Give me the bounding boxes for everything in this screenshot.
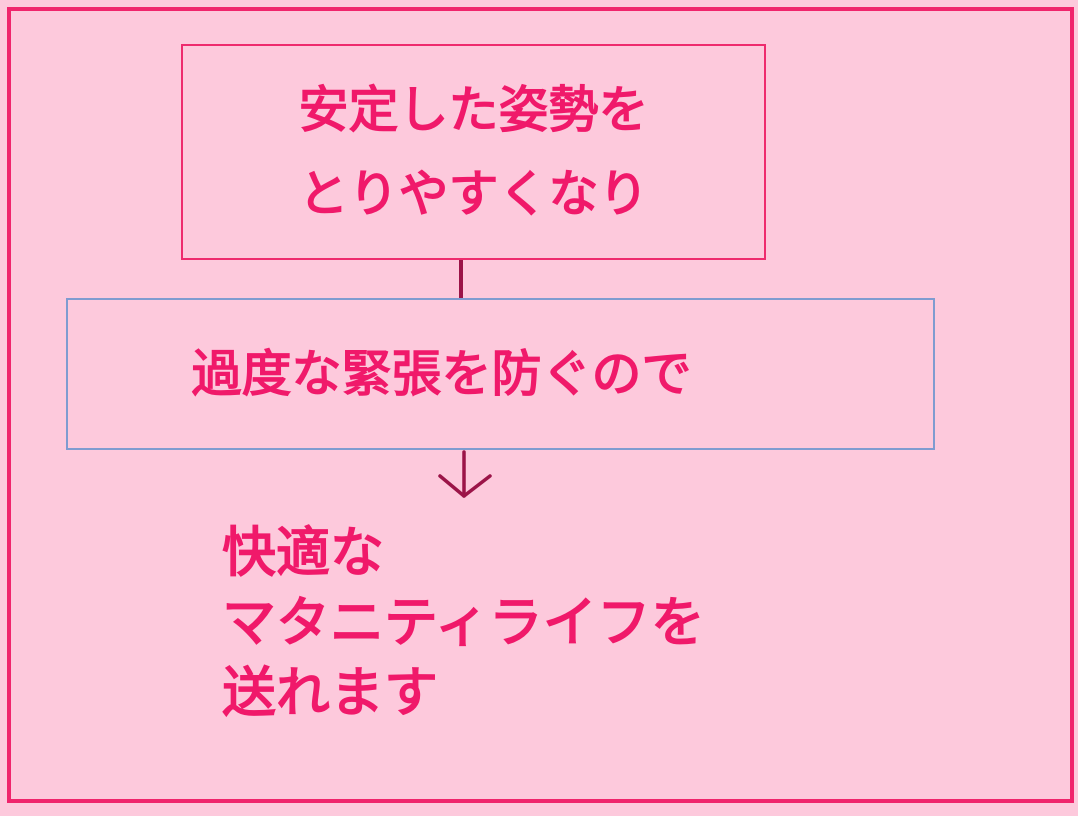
middle-box-line-1: 過度な緊張を防ぐので [191,345,692,403]
result-line-1: 快適な [222,521,384,584]
outer-frame [7,7,1074,803]
result-line-3: 送れます [222,661,438,724]
top-box-line-1: 安定した姿勢を [298,81,649,139]
down-arrow-icon [438,450,492,498]
result-text: 快適な マタニティライフを 送れます [222,518,705,728]
top-box: 安定した姿勢を とりやすくなり [181,44,766,260]
connector-line [459,260,463,300]
result-line-2: マタニティライフを [222,591,705,654]
top-box-line-2: とりやすくなり [298,165,649,223]
middle-box: 過度な緊張を防ぐので [66,298,935,450]
